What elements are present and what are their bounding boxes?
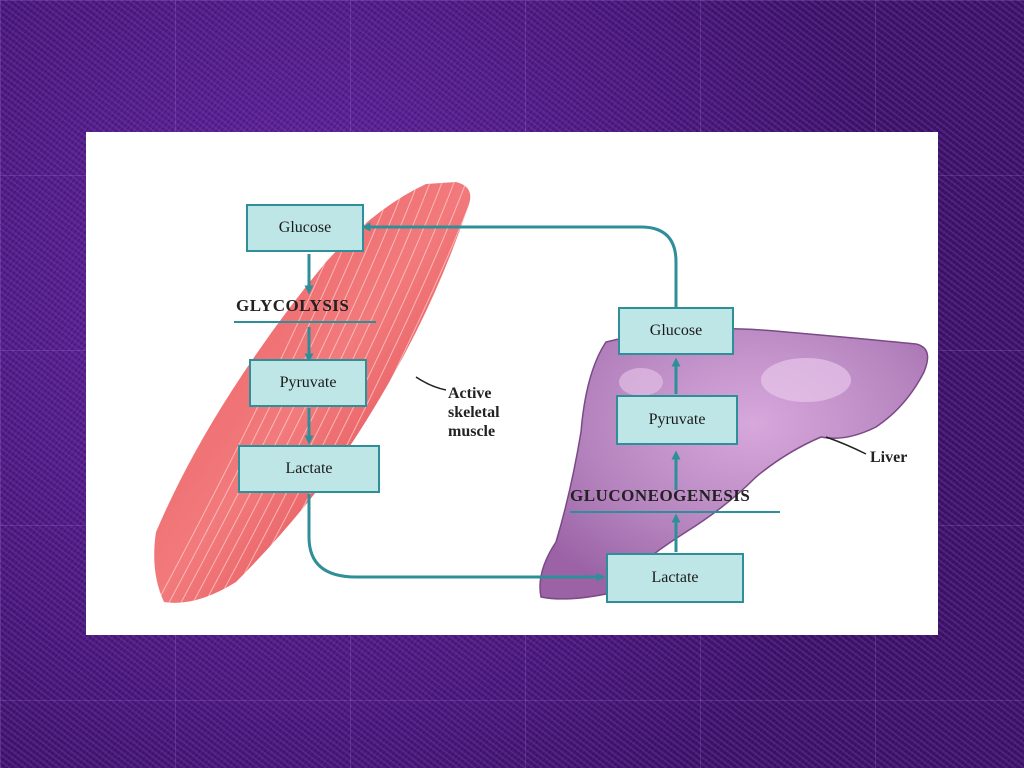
muscle-pyruvate-label: Pyruvate [279, 374, 337, 391]
muscle-callout: Active skeletal muscle [448, 384, 500, 441]
muscle-callout-line1: Active [448, 385, 492, 402]
muscle-pyruvate-box: Pyruvate [249, 359, 367, 407]
liver-pyruvate-label: Pyruvate [648, 411, 706, 428]
muscle-lactate-label: Lactate [285, 460, 333, 477]
muscle-glucose-box: Glucose [246, 204, 364, 252]
muscle-glucose-label: Glucose [278, 219, 332, 236]
diagram-panel: Glucose GLYCOLYSIS Pyruvate Lactate Gluc… [86, 132, 938, 635]
liver-lactate-box: Lactate [606, 553, 744, 603]
liver-callout-line [825, 436, 867, 455]
glucose-to-muscle-arrow [361, 222, 678, 307]
glycolysis-heading: GLYCOLYSIS [236, 296, 350, 315]
muscle-callout-line [415, 376, 447, 391]
liver-lactate-label: Lactate [651, 569, 699, 586]
lactate-to-liver-arrow [307, 494, 606, 582]
diagram-graphics [154, 182, 929, 603]
liver-glucose-box: Glucose [618, 307, 734, 355]
liver-callout: Liver [870, 449, 908, 466]
muscle-callout-line3: muscle [448, 423, 496, 440]
liver-pyruvate-box: Pyruvate [616, 395, 738, 445]
liver-glucose-label: Glucose [649, 322, 703, 339]
gluconeogenesis-heading: GLUCONEOGENESIS [570, 486, 751, 505]
muscle-callout-line2: skeletal [448, 404, 500, 421]
muscle-lactate-box: Lactate [238, 445, 380, 493]
